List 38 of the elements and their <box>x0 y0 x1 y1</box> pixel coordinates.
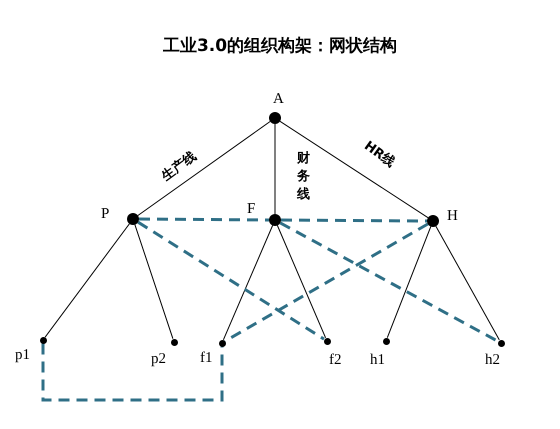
node-label: p1 <box>15 348 30 363</box>
node-label: A <box>273 92 284 107</box>
node-label: f2 <box>329 353 342 368</box>
dashed-connector <box>42 344 224 402</box>
connector-line <box>134 224 174 340</box>
node-dot <box>218 340 226 346</box>
node-dot <box>427 215 439 227</box>
dashed-connector <box>138 218 270 222</box>
title: 工业3.0的组织构架：网状结构 <box>162 35 398 57</box>
node-dot <box>269 214 281 226</box>
node-dot <box>269 112 281 124</box>
connector-line <box>44 223 130 338</box>
node-dot <box>170 338 178 346</box>
node-label: p2 <box>151 352 166 367</box>
edge-label: 生产线 <box>160 150 200 184</box>
node-label: f1 <box>200 351 212 366</box>
connector-line <box>137 121 271 216</box>
dashed-connector <box>280 222 499 343</box>
node-dot <box>127 213 139 225</box>
node-dot <box>324 338 330 344</box>
connector-line <box>274 124 276 214</box>
connector-line <box>276 225 326 338</box>
node-label: H <box>447 209 458 224</box>
node-label: h2 <box>485 353 500 368</box>
node-dot <box>40 336 46 344</box>
node-label: P <box>101 207 110 222</box>
connector-line <box>386 226 432 338</box>
connector-line <box>435 226 500 340</box>
dashed-connector <box>137 220 325 340</box>
edge-label: HR线 <box>361 139 397 171</box>
node-dot <box>382 338 390 344</box>
node-label: h1 <box>370 353 385 368</box>
connector-line <box>280 120 428 218</box>
connector-line <box>222 225 274 340</box>
edge-label: 财务线 <box>297 150 311 204</box>
node-dot <box>498 340 504 346</box>
node-label: F <box>247 202 256 217</box>
dashed-connector <box>281 218 427 222</box>
